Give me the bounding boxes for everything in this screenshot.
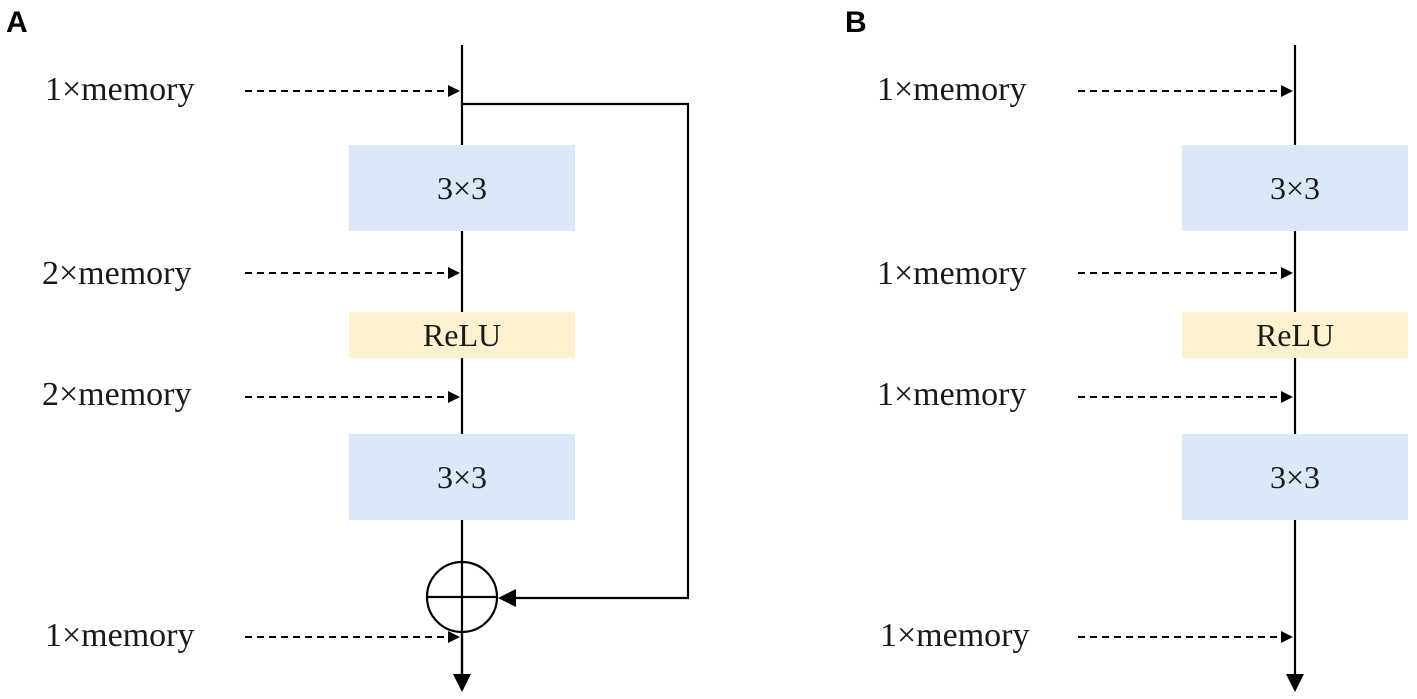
panel-a-conv-label-1: 3×3 xyxy=(437,170,487,206)
panel-a-relu-label: ReLU xyxy=(423,317,501,353)
panel-a-relu-block: ReLU xyxy=(349,312,575,358)
panel-a: A 3×3 ReLU 3×3 1×memory 2× xyxy=(6,6,690,692)
panel-b-memory-label-2: 1×memory xyxy=(877,255,1026,292)
panel-a-add-node xyxy=(425,560,499,634)
panel-b-conv-block-2: 3×3 xyxy=(1182,434,1408,520)
panel-b: B 3×3 ReLU 3×3 1×memory 1×memory 1×memor… xyxy=(845,6,1408,692)
panel-a-conv-label-2: 3×3 xyxy=(437,459,487,495)
panel-b-conv-label-1: 3×3 xyxy=(1270,170,1320,206)
panel-b-memory-label-3: 1×memory xyxy=(877,376,1026,413)
panel-b-relu-label: ReLU xyxy=(1256,317,1334,353)
panel-b-relu-block: ReLU xyxy=(1182,312,1408,358)
panel-a-memory-label-2: 2×memory xyxy=(42,255,191,292)
panel-a-label: A xyxy=(6,6,28,39)
panel-a-skip-connection xyxy=(462,102,690,607)
panel-b-memory-label-1: 1×memory xyxy=(877,71,1026,108)
panel-b-memory-label-4: 1×memory xyxy=(880,617,1029,654)
panel-a-memory-label-1: 1×memory xyxy=(45,71,194,108)
panel-b-conv-block-1: 3×3 xyxy=(1182,145,1408,231)
panel-a-conv-block-1: 3×3 xyxy=(349,145,575,231)
panel-a-conv-block-2: 3×3 xyxy=(349,434,575,520)
panel-b-conv-label-2: 3×3 xyxy=(1270,459,1320,495)
panel-a-memory-label-4: 1×memory xyxy=(45,617,194,654)
panel-a-memory-label-3: 2×memory xyxy=(42,376,191,413)
panel-b-label: B xyxy=(845,6,867,39)
